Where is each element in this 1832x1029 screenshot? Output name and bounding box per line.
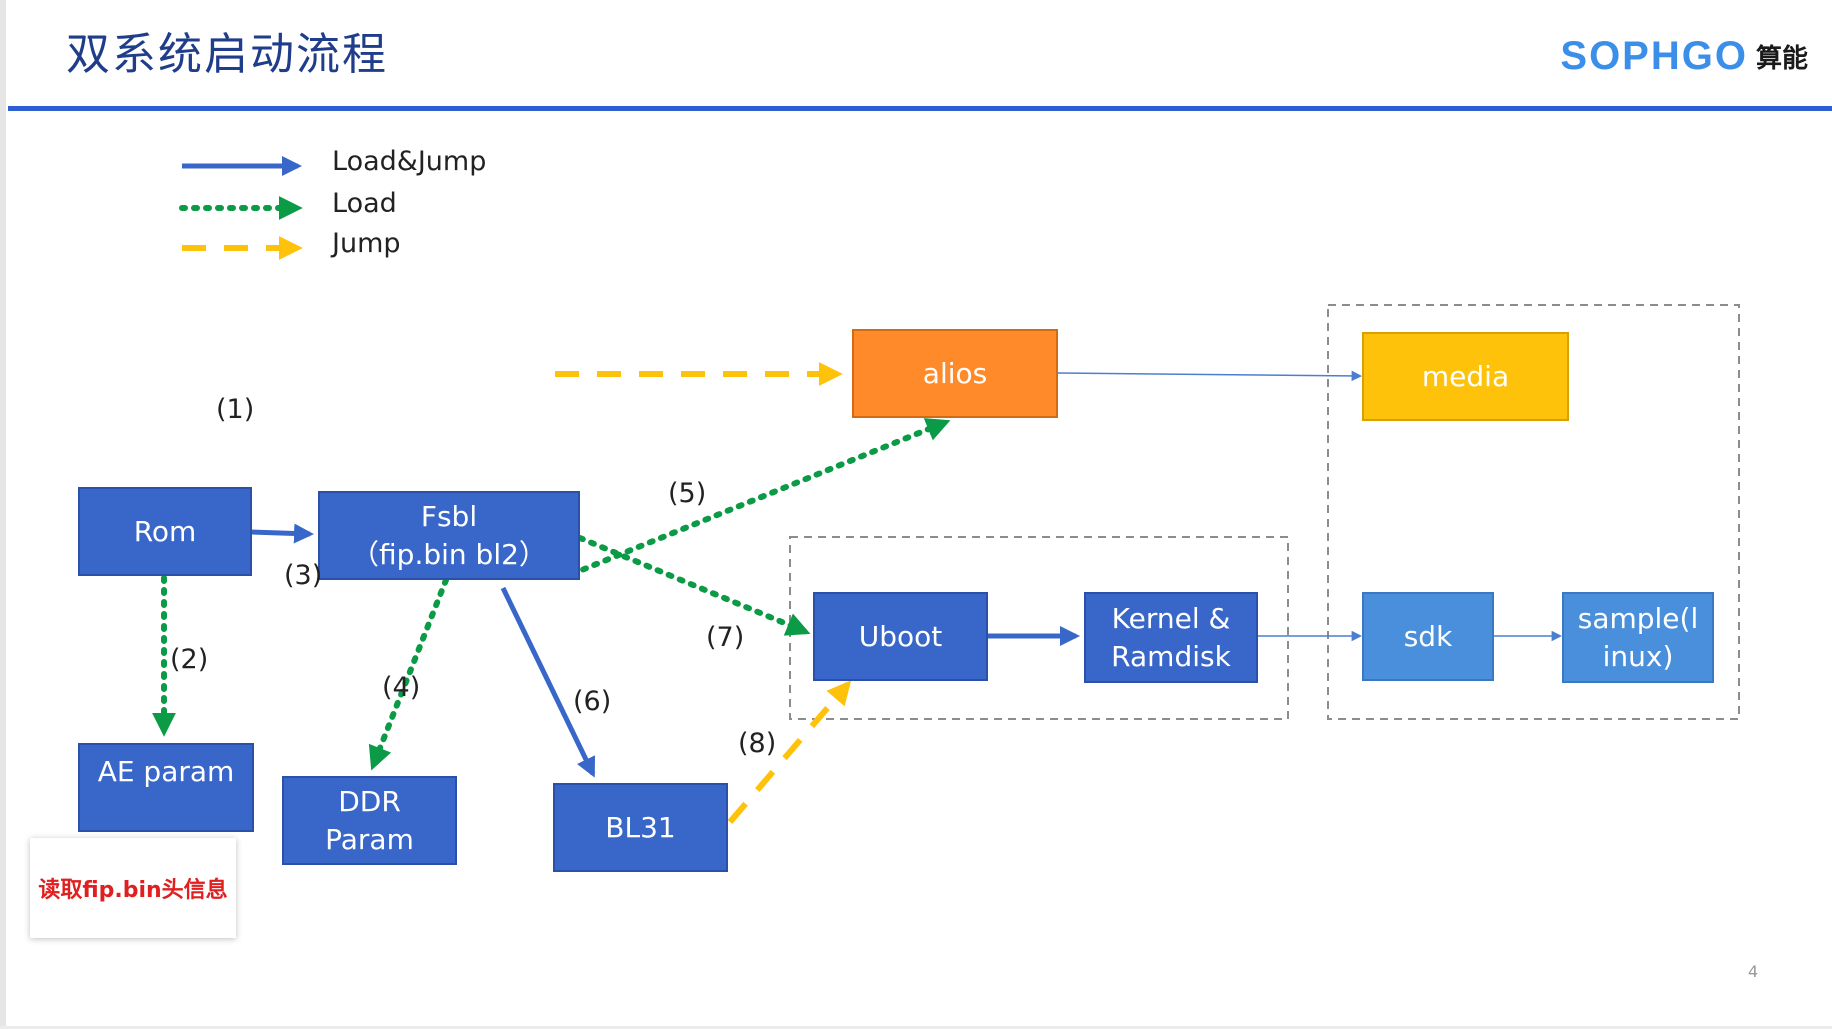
node-rom-label: Rom [133,514,197,548]
node-uboot: Uboot [813,592,988,681]
node-ddr-sublabel: Param [325,822,414,856]
arrow-alios-media [1057,370,1363,382]
node-ae-param: AE param [78,743,254,832]
node-sample-label: sample(l [1577,601,1699,635]
sophgo-logo: SOPHGO 算能 [1560,34,1808,79]
logo-cn: 算能 [1755,44,1808,74]
arrow-rom-fsbl [251,523,314,544]
arrow-7-fsbl-uboot [577,535,811,636]
step-label-3: (3) [284,560,323,591]
group-frame-uboot [789,536,1289,720]
step-label-8: (8) [738,728,777,759]
arrow-6-fsbl-bl31 [500,586,596,778]
node-sample-linux: sample(l inux) [1562,592,1714,683]
note-text: 读取fip.bin头信息 [38,878,228,903]
arrow-8-bl31-uboot [727,680,852,824]
node-ae-param-label: AE param [97,755,235,788]
legend-label-jump: Jump [332,228,401,259]
node-bl31-label: BL31 [605,810,676,844]
step-label-4: (4) [382,672,421,703]
node-sample-sublabel: inux) [1602,639,1674,673]
step-label-5: (5) [668,478,707,509]
header-rule [8,106,1832,111]
group-frame-linux [1327,304,1740,720]
node-bl31: BL31 [553,783,728,872]
node-rom: Rom [78,487,252,576]
step-label-6: (6) [573,686,612,717]
node-alios-label: alios [922,356,988,390]
step-label-7: (7) [706,622,745,653]
node-ddr-label: DDR [338,784,401,818]
node-kernel-label: Kernel & [1111,601,1231,635]
node-fsbl-label: Fsbl [420,499,478,533]
node-fsbl-sublabel: （fip.bin bl2） [351,537,547,571]
legend-label-load-jump: Load&Jump [332,146,487,177]
node-sdk-label: sdk [1403,619,1453,653]
node-media: media [1362,332,1569,421]
arrow-5-fsbl-alios [569,418,951,577]
node-media-label: media [1421,359,1510,393]
node-ramdisk-label: Ramdisk [1111,639,1231,673]
step-label-2: (2) [170,644,209,675]
slide-title: 双系统启动流程 [66,29,388,80]
bottom-edge [0,1026,1832,1029]
node-kernel-ramdisk: Kernel & Ramdisk [1084,592,1258,683]
node-alios: alios [852,329,1058,418]
logo-word: SOPHGO [1560,34,1748,78]
left-edge [0,0,6,1029]
legend-label-load: Load [332,188,397,219]
step-label-1: (1) [216,394,255,425]
arrow-4-fsbl-ddr [368,577,449,771]
page-number: 4 [1748,962,1759,981]
node-fsbl: Fsbl （fip.bin bl2） [318,491,580,580]
node-uboot-label: Uboot [858,619,943,653]
note-card: 读取fip.bin头信息 [30,838,236,938]
node-sdk: sdk [1362,592,1494,681]
node-ddr-param: DDR Param [282,776,457,865]
